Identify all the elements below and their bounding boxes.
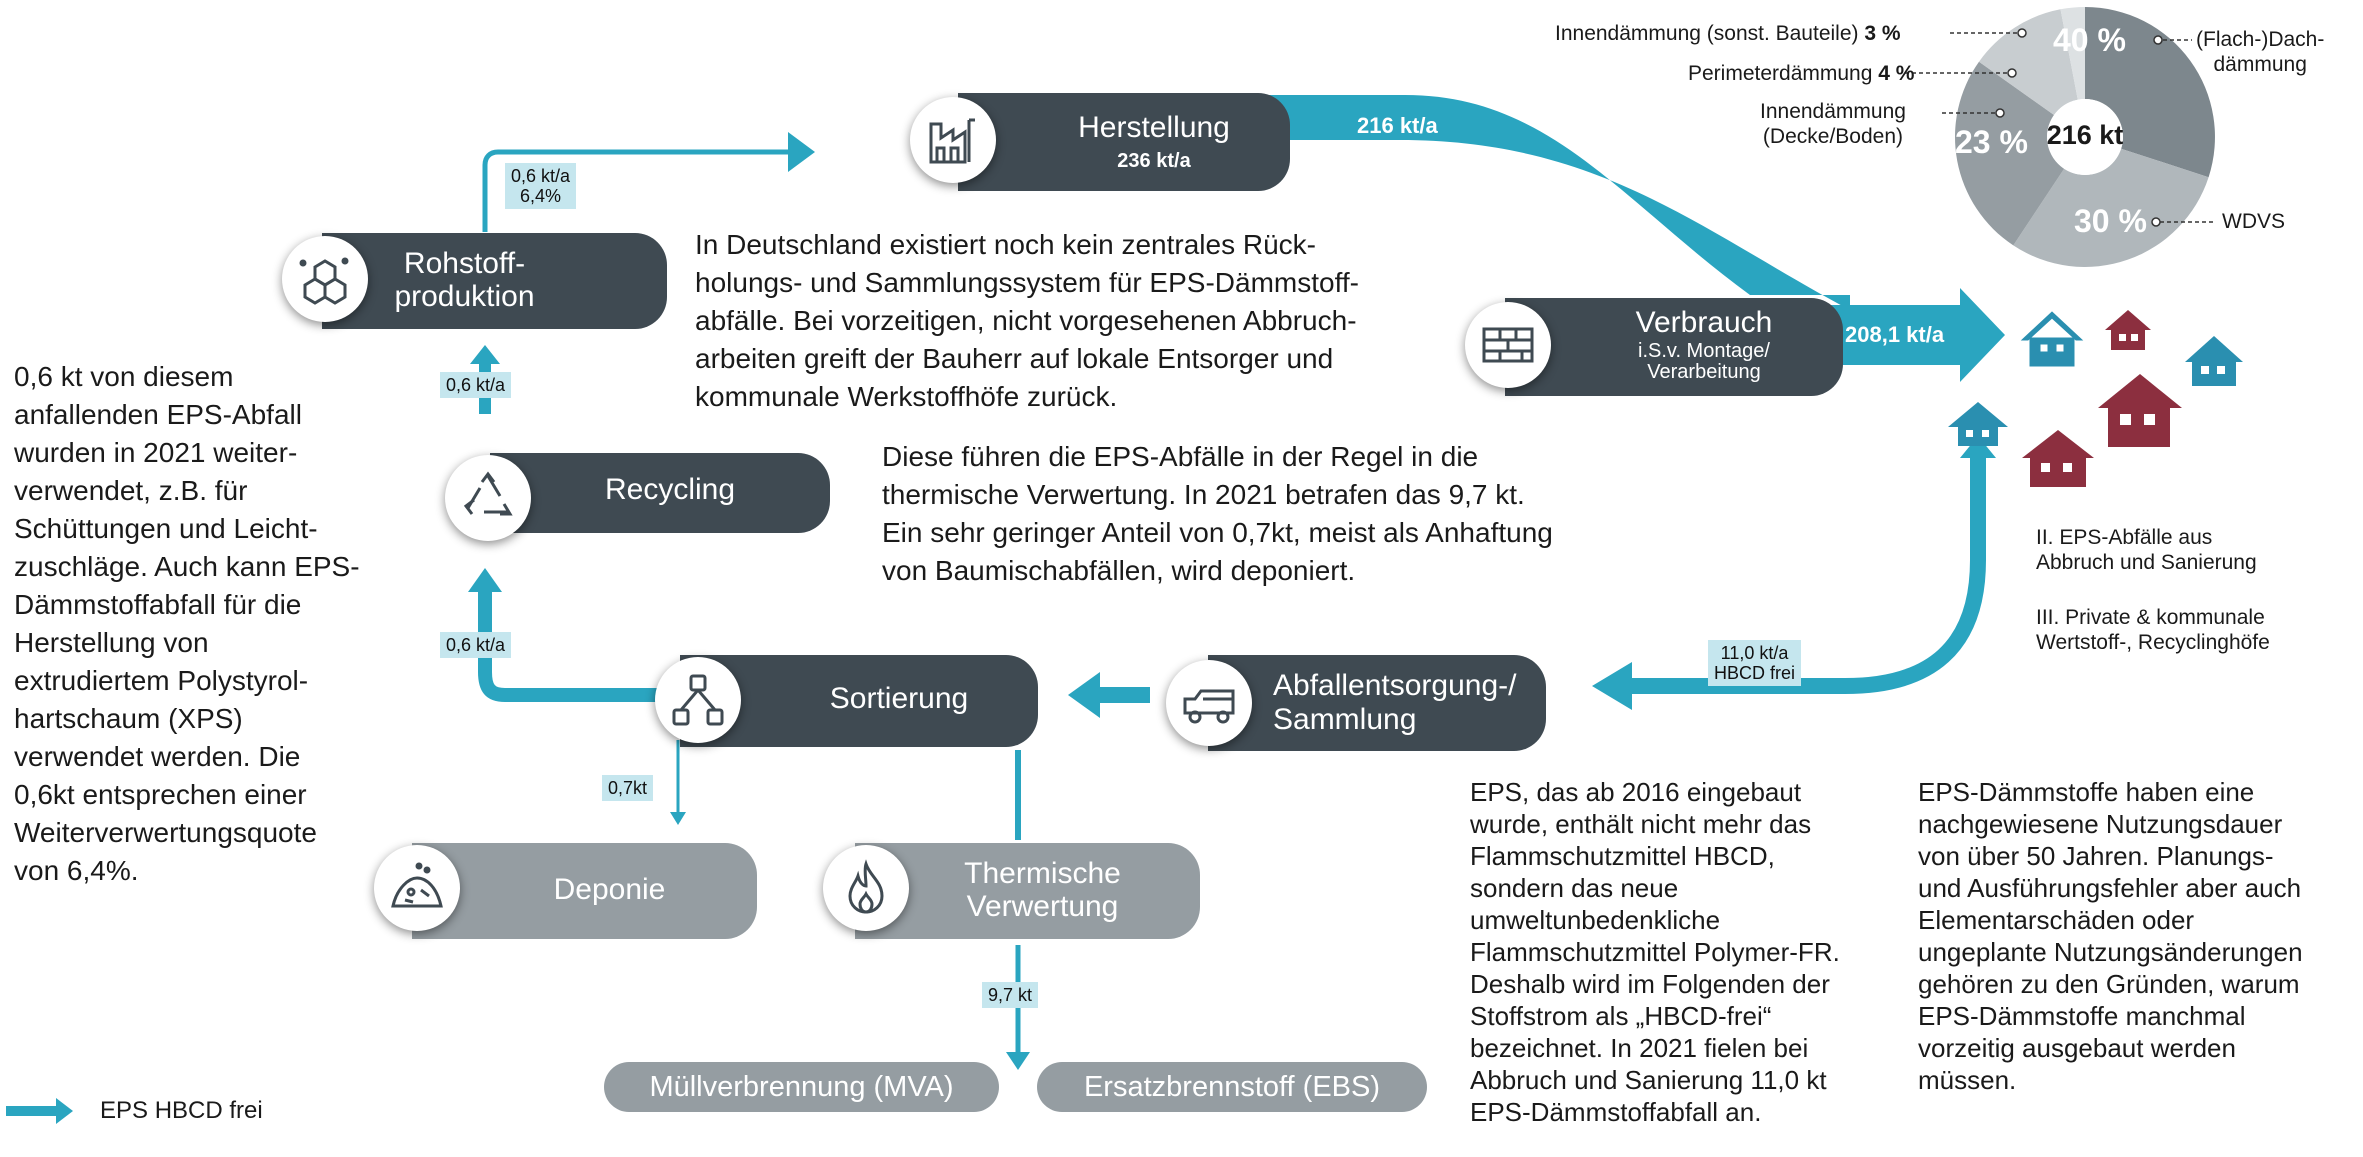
bricks-icon [1465, 302, 1551, 388]
donut-center: 216 kt [2046, 120, 2124, 150]
node-herstellung: Herstellung 236 kt/a [958, 93, 1290, 191]
donut-label-innen: Innendämmung (sonst. Bauteile) 3 % [1555, 22, 1901, 45]
node-verbrauch: Verbrauch i.S.v. Montage/ Verarbeitung [1505, 298, 1843, 396]
house-icon [1948, 402, 2008, 446]
node-verbrauch-sub2: Verarbeitung [1647, 361, 1761, 383]
node-abfall-label1: Abfallentsorgung-/ [1273, 669, 1517, 702]
node-deponie: Deponie [412, 843, 757, 939]
flow-verbrauch-houses [1810, 288, 2005, 382]
text-center-top: In Deutschland existiert noch kein zentr… [695, 229, 1359, 412]
legend-arrow [6, 1106, 58, 1116]
flame-icon [823, 845, 909, 931]
tag-sortierung-deponie: 0,7kt [602, 775, 654, 801]
house-icon [2098, 374, 2182, 447]
node-herstellung-value: 236 kt/a [1117, 150, 1191, 172]
node-verbrauch-sub1: i.S.v. Montage/ [1638, 340, 1770, 362]
node-herstellung-label: Herstellung [1078, 111, 1230, 144]
tag-recycling-rohstoff: 0,6 kt/a [440, 372, 512, 398]
node-abfall: Abfallentsorgung-/ Sammlung [1208, 655, 1546, 751]
flow-abfall-sortierung [1098, 687, 1150, 703]
flow-return-head [1592, 662, 1632, 710]
house-icon [2185, 336, 2243, 386]
house-icon [2020, 311, 2084, 367]
text-center-mid: Diese führen die EPS-Abfälle in der Rege… [882, 441, 1553, 586]
flow-label-216: 216 kt/a [1357, 113, 1438, 138]
donut-pct-decke: 23 % [1955, 124, 2028, 160]
node-abfall-label2: Sammlung [1273, 703, 1417, 736]
node-rohstoff: Rohstoff- produktion [322, 233, 667, 329]
node-recycling-label: Recycling [604, 473, 736, 506]
node-deponie-label: Deponie [553, 873, 666, 906]
donut-slice-decke [1954, 61, 2065, 246]
node-rohstoff-label2: produktion [394, 280, 535, 313]
donut-label-wdvs: WDVS [2222, 210, 2285, 233]
donut-slice-wdvs [2013, 148, 2209, 267]
node-verbrauch-label: Verbrauch [1635, 306, 1773, 339]
node-thermisch-label2: Verwertung [966, 890, 1119, 923]
pill-mva: Müllverbrennung (MVA) [604, 1062, 999, 1112]
flow-label-208: 208,1 kt/a [1845, 322, 1945, 347]
donut-slice-perimeter [1979, 9, 2078, 115]
donut-slice-innen [2060, 6, 2085, 100]
node-thermisch-label1: Thermische [964, 857, 1121, 890]
pill-ebs: Ersatzbrennstoff (EBS) [1037, 1062, 1427, 1112]
donut-pct-wdvs: 30 % [2074, 203, 2147, 239]
tag-thermisch-down: 9,7 kt [982, 982, 1039, 1008]
donut-label-dach: (Flach-)Dach-dämmung [2196, 28, 2325, 76]
node-recycling: Recycling [490, 453, 830, 533]
house-icon [2022, 430, 2094, 487]
house-icon [2105, 310, 2151, 350]
flow-rohstoff-herstellung [482, 149, 790, 232]
tag-sortierung-recycling: 0,6 kt/a [440, 632, 512, 658]
node-thermisch: Thermische Verwertung [855, 843, 1200, 939]
donut-slice-dach [2085, 7, 2215, 178]
recycle-icon [445, 455, 531, 541]
donut-label-decke: Innendämmung(Decke/Boden) [1760, 100, 1906, 148]
donut-chart [1954, 6, 2215, 267]
landfill-icon [374, 845, 460, 931]
truck-icon [1166, 660, 1252, 746]
sorting-icon [655, 657, 741, 743]
node-sortierung-label: Sortierung [829, 682, 969, 715]
factory-icon [910, 97, 996, 183]
flow-sortierung-recycling [478, 590, 660, 702]
legend-label: EPS HBCD frei [100, 1097, 263, 1124]
flow-herstellung-verbrauch [1230, 95, 1850, 310]
donut-pct-dach: 40 % [2053, 22, 2126, 58]
flow-return-up [1960, 436, 1996, 458]
flow-return-line [1630, 450, 1986, 694]
donut-label-perimeter: Perimeterdämmung 4 % [1688, 62, 1915, 85]
molecule-icon [282, 236, 368, 322]
node-rohstoff-label1: Rohstoff- [403, 247, 526, 280]
